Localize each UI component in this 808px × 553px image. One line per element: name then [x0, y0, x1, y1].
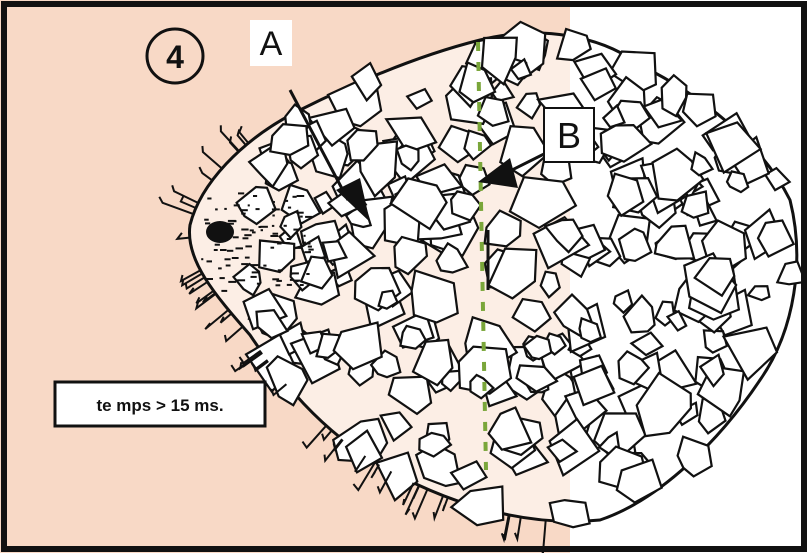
crush-dot [206, 278, 213, 280]
crush-dot [260, 226, 268, 228]
crush-dot [228, 220, 236, 222]
crush-dot [218, 267, 222, 269]
crush-dot [228, 281, 236, 283]
crush-dot [237, 279, 245, 281]
crush-dot [248, 204, 250, 206]
crush-dot [257, 283, 260, 285]
crush-dot [273, 233, 279, 235]
crush-dot [297, 195, 305, 197]
crush-dot [245, 245, 252, 247]
crush-dot [272, 225, 274, 227]
crush-dot [232, 257, 239, 259]
crush-dot [278, 269, 283, 271]
crush-dot [236, 247, 244, 249]
label-a-box: A [250, 20, 292, 66]
label-b: B [557, 115, 581, 156]
crush-dot [214, 249, 218, 251]
crush-dot [241, 229, 248, 231]
crush-dot [234, 204, 240, 206]
crush-dot [306, 273, 309, 275]
crush-dot [252, 231, 256, 233]
crush-dot [272, 215, 274, 217]
crush-dot [207, 260, 213, 262]
crush-dot [205, 222, 210, 224]
crush-dot [287, 238, 291, 240]
crush-dot [303, 242, 306, 244]
crush-dot [272, 201, 275, 203]
crush-dot [277, 243, 281, 245]
crush-dot [304, 235, 306, 237]
time-caption-box: te mps > 15 ms. [55, 382, 265, 426]
crush-dot [293, 196, 297, 198]
shard [550, 500, 590, 527]
crush-dot [286, 242, 289, 244]
crush-dot [220, 277, 225, 279]
crush-dot [250, 229, 254, 231]
crush-dot [295, 247, 302, 249]
crush-dot [245, 257, 250, 259]
crush-dot [261, 229, 263, 231]
crush-dot [233, 236, 239, 238]
crush-dot [300, 284, 304, 286]
crush-dot [293, 229, 299, 231]
crush-dot [252, 271, 259, 273]
crush-dot [270, 235, 278, 237]
panel-number-badge: 4 [147, 29, 203, 83]
crush-dot [271, 247, 275, 249]
crush-dot [256, 208, 260, 210]
crush-dot [288, 207, 291, 209]
crush-dot [291, 272, 299, 274]
impact-point [206, 221, 234, 243]
crush-dot [253, 195, 257, 197]
crush-dot [276, 280, 282, 282]
panel-number: 4 [166, 39, 184, 75]
crush-dot [220, 249, 227, 251]
crush-dot [284, 225, 287, 227]
crush-dot [241, 209, 248, 211]
crush-dot [226, 265, 231, 267]
crush-dot [244, 234, 251, 236]
crush-dot [201, 258, 203, 260]
crush-dot [306, 243, 311, 245]
crush-dot [272, 208, 280, 210]
crush-dot [224, 208, 227, 210]
crush-dot [251, 276, 257, 278]
crush-dot [276, 284, 281, 286]
crush-dot [290, 279, 294, 281]
time-caption: te mps > 15 ms. [96, 396, 223, 415]
crush-dot [251, 264, 259, 266]
crush-dot [243, 237, 249, 239]
label-a: A [260, 25, 283, 63]
crush-dot [204, 219, 209, 221]
crush-dot [227, 250, 233, 252]
crush-dot [296, 280, 298, 282]
crush-dot [309, 251, 311, 253]
crush-dot [241, 213, 246, 215]
label-b-box: B [544, 108, 594, 162]
crush-dot [305, 216, 312, 218]
crush-dot [300, 216, 303, 218]
crush-dot [287, 284, 292, 286]
crush-dot [285, 200, 288, 202]
crush-dot [238, 192, 244, 194]
crush-dot [215, 208, 218, 210]
crush-dot [263, 265, 266, 267]
crush-dot [207, 198, 211, 200]
crush-dot [308, 246, 312, 248]
crush-dot [308, 249, 313, 251]
crush-dot [296, 212, 303, 214]
crush-dot [215, 244, 220, 246]
crush-dot [221, 290, 227, 292]
crush-dot [225, 258, 231, 260]
crush-dot [241, 263, 248, 265]
